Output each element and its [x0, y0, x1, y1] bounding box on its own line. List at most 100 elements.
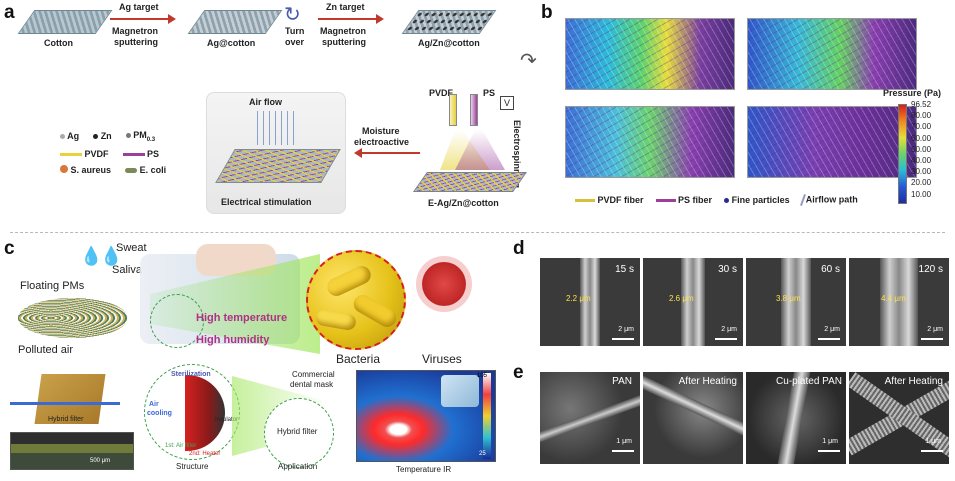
- width-label: 2.2 μm: [566, 294, 591, 303]
- sputtering-label-2: sputtering: [322, 37, 366, 47]
- panel-label-c: c: [4, 238, 15, 259]
- insulator-label: Insulator: [215, 417, 239, 423]
- legend-ps-fiber: PS fiber: [655, 195, 712, 205]
- ps-label: PS: [483, 88, 496, 98]
- bacteria-label: Bacteria: [336, 352, 381, 366]
- wire: [10, 402, 120, 405]
- arrow-zn-sputter: [318, 14, 384, 24]
- colorbar-tick: 80.00: [911, 111, 932, 121]
- image-label: PAN: [612, 376, 632, 387]
- zoom-circle-small: [150, 294, 204, 348]
- heater-layer: [185, 375, 225, 451]
- sem-image-pan-heated: After Heating: [643, 372, 743, 464]
- flow-arrow-icon: ↷: [520, 50, 537, 72]
- scale-bar: [818, 338, 840, 340]
- section-divider: [10, 232, 945, 233]
- legend-fine-particles: Fine particles: [724, 195, 790, 205]
- air-flow-label: Air flow: [249, 97, 282, 107]
- scale-bar: [921, 450, 943, 452]
- panel-b-legend: PVDF fiber PS fiber Fine particles Airfl…: [575, 194, 858, 206]
- panel-e: PAN 1 μm After Heating Cu-plated PAN 1 μ…: [540, 372, 952, 466]
- colorbar-tick: 50.00: [911, 144, 932, 154]
- simulation-bottom-right: [747, 106, 917, 178]
- colorbar-tick: 10.00: [911, 189, 932, 199]
- legend-pvdf: PVDF: [60, 149, 109, 159]
- air-cooling-label-1: Air: [149, 401, 159, 408]
- fiber: [781, 258, 811, 346]
- air-filter-label: 1st: Air filter: [165, 443, 197, 449]
- colorbar-tick: 40.00: [911, 156, 932, 166]
- pvdf-syringe: [449, 94, 457, 126]
- colorbar-title: Pressure (Pa): [883, 88, 942, 98]
- fiber: [580, 258, 600, 346]
- legend-ecoli: E. coli: [125, 165, 166, 175]
- legend-ps: PS: [122, 149, 159, 159]
- legend-saureus: S. aureus: [60, 164, 111, 175]
- colorbar-tick: 96.52: [911, 100, 932, 109]
- image-label: After Heating: [884, 376, 943, 387]
- legend-pm: PM0.3: [125, 130, 155, 143]
- panel-label-d: d: [513, 238, 525, 259]
- sem-image-30s: 30 s 2.6 μm 2 μm: [643, 258, 743, 346]
- sem-image-cu-pan-heated: After Heating 1 μm: [849, 372, 949, 464]
- voltage-source: V: [500, 96, 514, 110]
- sweat-label: Sweat: [116, 242, 147, 254]
- simulation-top-right: [747, 18, 917, 90]
- colorbar-tick: 70.00: [911, 122, 932, 132]
- panel-a-legend: Ag Zn PM0.3 PVDF PS S. aureus E. coli: [60, 130, 200, 175]
- legend-zn: Zn: [93, 131, 112, 141]
- time-label: 120 s: [918, 264, 943, 275]
- mask-wearer-photo: [441, 375, 479, 407]
- ag-target-label: Ag target: [119, 2, 159, 12]
- cross-section-micrograph: [10, 432, 134, 470]
- cotton-label: Cotton: [44, 38, 73, 48]
- polluted-air-swirl: [18, 298, 128, 338]
- air-stream-lines: [257, 111, 297, 145]
- water-drops-icon: 💧💧: [80, 246, 123, 266]
- cross-section-scale-label: 500 μm: [90, 458, 111, 464]
- colorbar-tick: 20.00: [911, 178, 932, 188]
- turn-over-icon: ↻: [284, 4, 301, 26]
- magnetron-label-1: Magnetron: [112, 26, 158, 36]
- ir-min-label: 25: [479, 451, 486, 457]
- pm-dot-icon: [125, 133, 131, 138]
- moisture-label: Moisture: [362, 126, 400, 136]
- panel-a: Cotton Ag target Magnetron sputtering Ag…: [0, 0, 540, 230]
- turn-label: Turn: [285, 26, 305, 36]
- air-cooling-label-2: cooling: [147, 410, 172, 417]
- floating-pms-label: Floating PMs: [20, 280, 85, 292]
- ir-colorbar: [483, 373, 491, 459]
- scale-label: 2 μm: [824, 326, 840, 333]
- legend-airflow-path: Airflow path: [799, 194, 858, 206]
- colorbar-ticks: 96.52 80.00 70.00 60.00 50.00 40.00 30.0…: [911, 99, 931, 200]
- ag-cotton-fabric: [187, 10, 283, 34]
- sem-image-pan: PAN 1 μm: [540, 372, 640, 464]
- sputtering-label-1: sputtering: [114, 37, 158, 47]
- legend-ag: Ag: [60, 131, 79, 141]
- bacterium-rod: [350, 291, 400, 331]
- hybrid-filter-label: Hybrid filter: [277, 427, 318, 436]
- time-label: 60 s: [821, 264, 840, 275]
- width-label: 2.6 μm: [669, 294, 694, 303]
- bacteria-rod-icon: [125, 167, 138, 173]
- colorbar-tick: 60.00: [911, 133, 932, 143]
- sem-image-120s: 120 s 4.4 μm 2 μm: [849, 258, 949, 346]
- scale-bar: [818, 450, 840, 452]
- application-circle: Hybrid filter: [264, 398, 334, 468]
- thermal-ir-image: 105 25: [356, 370, 496, 462]
- agzn-cotton-label: Ag/Zn@cotton: [418, 38, 480, 48]
- panel-c: Sweat 💧💧 Saliva Floating PMs Polluted ai…: [0, 236, 505, 481]
- structure-label: Structure: [176, 462, 209, 471]
- magnetron-label-2: Magnetron: [320, 26, 366, 36]
- fiber: [540, 390, 640, 444]
- ps-syringe: [470, 94, 478, 126]
- commercial-label: Commercial: [292, 370, 335, 379]
- e-agzn-cotton-label: E-Ag/Zn@cotton: [428, 198, 499, 208]
- airflow-path-icon: [799, 194, 806, 206]
- arrow-ag-sputter: [110, 14, 176, 24]
- pvdf-label: PVDF: [429, 88, 454, 98]
- legend-pvdf-fiber: PVDF fiber: [575, 195, 644, 205]
- over-label: over: [285, 37, 305, 47]
- cotton-fabric: [17, 10, 113, 34]
- electrical-stimulation-label: Electrical stimulation: [221, 197, 312, 207]
